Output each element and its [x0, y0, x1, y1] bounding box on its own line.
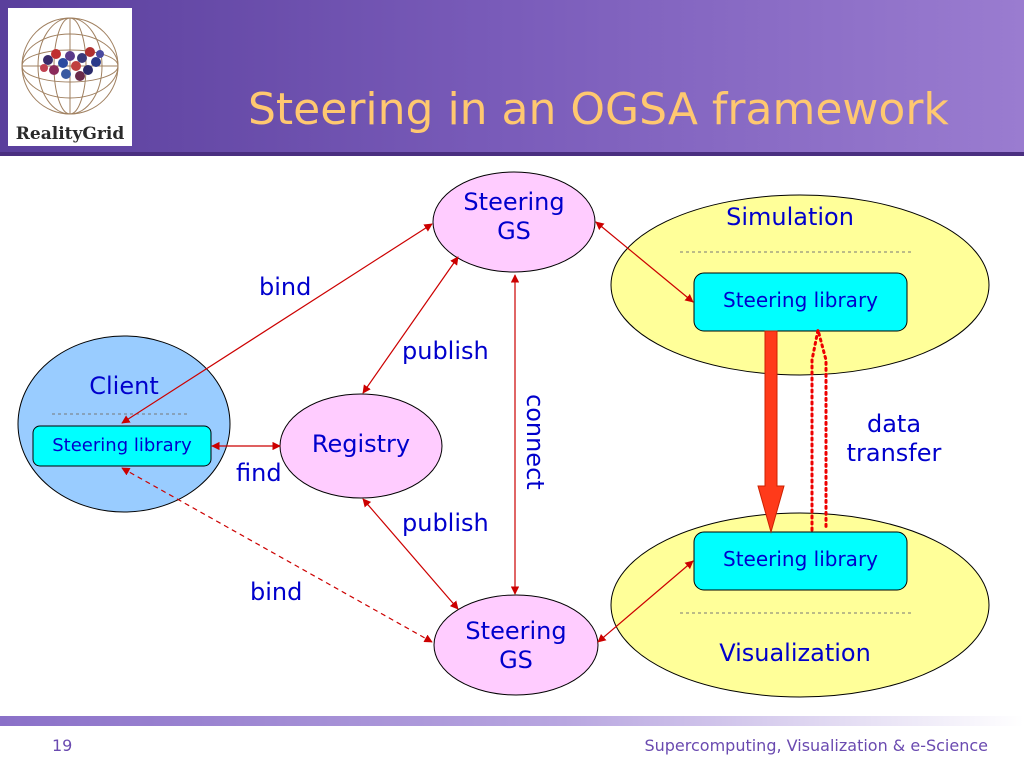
- slide-number: 19: [52, 736, 73, 755]
- publish-top-label: publish: [402, 337, 489, 365]
- client-label: Client: [89, 372, 159, 400]
- steering-gs-bottom-node: [433, 594, 599, 696]
- registry-label: Registry: [311, 430, 411, 458]
- vis-steering-library-box: [693, 531, 908, 591]
- footer-bar: [0, 716, 1024, 726]
- realitygrid-logo: RealityGrid: [8, 8, 132, 146]
- client-steering-library-label: Steering library: [52, 435, 192, 456]
- client-node: [17, 335, 231, 513]
- data-transfer-label: data transfer: [846, 410, 942, 467]
- sim-steering-library-box: [693, 272, 908, 332]
- find-label: find: [236, 459, 282, 487]
- visualization-label: Visualization: [719, 639, 871, 667]
- sim-steering-library-label: Steering library: [723, 288, 878, 312]
- simulation-label: Simulation: [726, 203, 854, 231]
- publish-bottom-label: publish: [402, 509, 489, 537]
- bind-bottom-label: bind: [250, 578, 303, 606]
- header-divider: [0, 152, 1024, 156]
- steering-gs-top-node: [432, 171, 596, 273]
- logo-text: RealityGrid: [15, 124, 125, 144]
- publish-top-arrow: [362, 256, 459, 394]
- data-flow-arrow: [757, 330, 785, 534]
- data-return-loop: [810, 329, 828, 532]
- globe-icon: [21, 17, 119, 115]
- connect-label: connect: [521, 394, 549, 490]
- steering-gs-bottom-label: Steering GS: [465, 617, 567, 674]
- vis-link-arrow: [597, 560, 694, 643]
- page-title: Steering in an OGSA framework: [248, 84, 949, 135]
- footer-text: Supercomputing, Visualization & e-Scienc…: [644, 736, 988, 755]
- vis-steering-library-label: Steering library: [723, 547, 878, 571]
- slide-header: [0, 0, 1024, 155]
- client-steering-library-box: [32, 425, 212, 467]
- bind-top-label: bind: [259, 273, 312, 301]
- steering-gs-top-label: Steering GS: [463, 188, 565, 245]
- sim-link-arrow: [595, 221, 694, 303]
